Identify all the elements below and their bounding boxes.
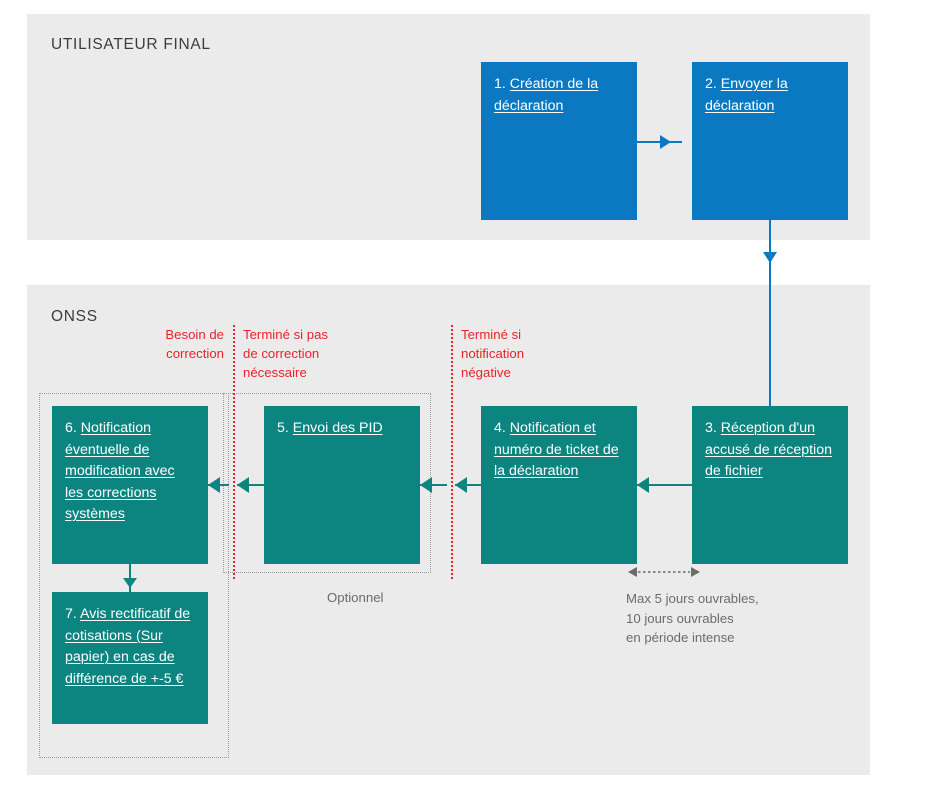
node-3-number: 3. <box>705 420 717 436</box>
decision-divider-notification <box>451 325 453 579</box>
node-6-label: Notification éventuelle de modification … <box>65 420 175 522</box>
group-frame-correction <box>39 393 229 758</box>
decision-label-termine-si-pas-de-correction: Terminé si pas de correction nécessaire <box>243 327 329 380</box>
connector-3-to-4-line <box>637 484 692 486</box>
node-5-number: 5. <box>277 420 289 436</box>
timing-span-double-arrow-icon <box>628 567 700 577</box>
connector-1-to-2-line <box>637 141 682 143</box>
process-node-4-notification-ticket[interactable]: 4. Notification et numéro de ticket de l… <box>481 406 637 564</box>
connector-4-to-5-line-right <box>455 484 481 486</box>
connector-5-to-6-line-right <box>237 484 264 486</box>
connector-3-to-4-arrowhead-icon <box>637 477 649 493</box>
node-1-label: Création de la déclaration <box>494 76 599 114</box>
node-7-number: 7. <box>65 606 77 622</box>
node-6-number: 6. <box>65 420 77 436</box>
node-4-label: Notification et numéro de ticket de la d… <box>494 420 619 479</box>
connector-6-to-7-arrowhead-icon <box>123 578 137 588</box>
process-node-3-reception-accuse[interactable]: 3. Réception d'un accusé de réception de… <box>692 406 848 564</box>
node-2-number: 2. <box>705 76 717 92</box>
connector-2-to-3-arrowhead-icon <box>763 252 777 263</box>
node-5-label: Envoi des PID <box>292 420 383 436</box>
process-node-2-envoyer-declaration[interactable]: 2. Envoyer la déclaration <box>692 62 848 220</box>
swimlane-title-onss: ONSS <box>51 308 98 325</box>
process-node-1-creation-declaration[interactable]: 1. Création de la déclaration <box>481 62 637 220</box>
process-node-6-notification-modification[interactable]: 6. Notification éventuelle de modificati… <box>52 406 208 564</box>
connector-4-to-5-arrowhead-left-icon <box>420 477 432 493</box>
node-1-number: 1. <box>494 76 506 92</box>
swimlane-title-utilisateur-final: UTILISATEUR FINAL <box>51 36 211 53</box>
decision-divider-correction <box>233 325 235 579</box>
connector-4-to-5-arrowhead-right-icon <box>455 477 467 493</box>
process-node-5-envoi-pid[interactable]: 5. Envoi des PID <box>264 406 420 564</box>
node-3-label: Réception d'un accusé de réception de fi… <box>705 420 832 479</box>
annotation-optionnel: Optionnel <box>327 590 384 605</box>
decision-label-besoin-de-correction: Besoin de correction <box>165 327 224 361</box>
connector-2-to-3-line <box>769 220 771 406</box>
connector-1-to-2-arrowhead-icon <box>660 135 671 149</box>
node-7-label: Avis rectificatif de cotisations (Sur pa… <box>65 606 191 687</box>
process-node-7-avis-rectificatif[interactable]: 7. Avis rectificatif de cotisations (Sur… <box>52 592 208 724</box>
annotation-delai-traitement: Max 5 jours ouvrables, 10 jours ouvrable… <box>626 591 759 645</box>
connector-4-to-5-line-left <box>420 484 447 486</box>
node-4-number: 4. <box>494 420 506 436</box>
connector-5-to-6-arrowhead-left-icon <box>208 477 220 493</box>
decision-label-termine-si-notification-negative: Terminé si notification négative <box>461 327 525 380</box>
connector-5-to-6-arrowhead-right-icon <box>237 477 249 493</box>
node-2-label: Envoyer la déclaration <box>705 76 788 114</box>
